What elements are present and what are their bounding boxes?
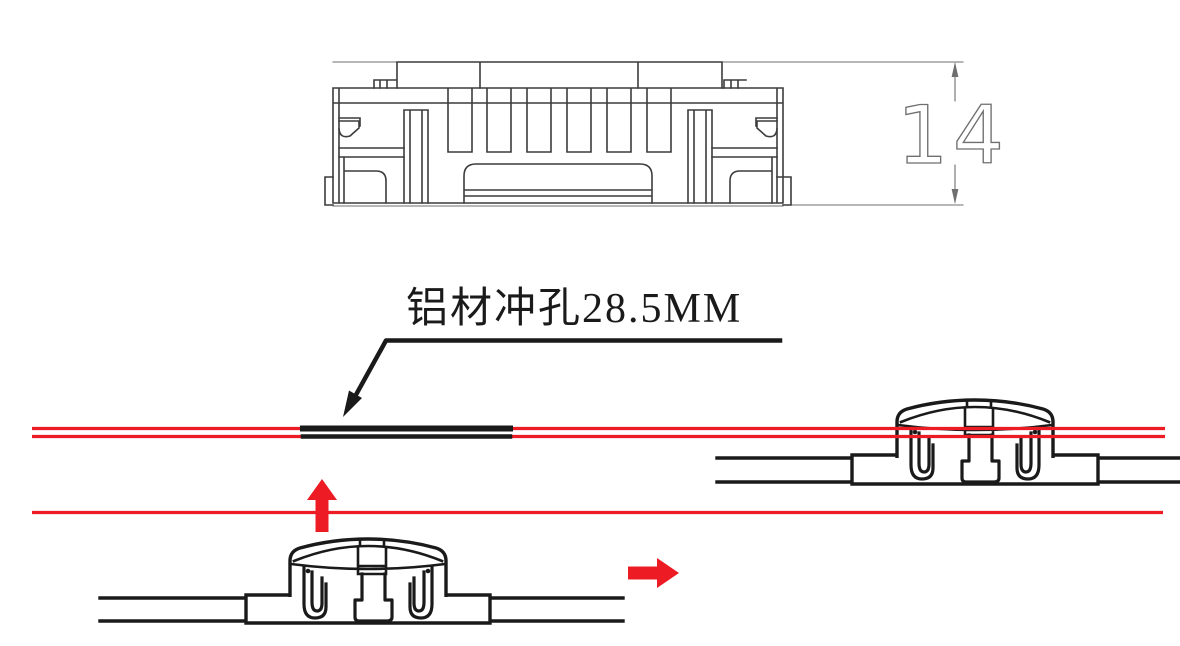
dimension-arrow-down-icon	[951, 189, 959, 204]
up-arrow-icon	[307, 479, 337, 532]
profile-side-view	[324, 61, 964, 207]
clip-detached-view	[98, 537, 625, 625]
corner-feet	[324, 176, 792, 206]
sheet-line-pair	[32, 426, 1165, 439]
clip-barb-dot	[305, 568, 311, 574]
dimension-arrow-up-icon	[951, 62, 959, 77]
snap-hooks	[338, 120, 778, 138]
profile-sheet-left	[98, 593, 625, 625]
mounting-clip-installed	[895, 398, 1055, 484]
side-steps	[338, 117, 778, 204]
mounting-clip	[288, 537, 448, 623]
dimension-value: 14	[897, 89, 1009, 182]
annotation-leader-arrow	[343, 338, 783, 417]
annotation-label: 铝材冲孔28.5MM	[406, 286, 743, 332]
leader-line	[348, 338, 783, 406]
clip-spring-legs	[302, 566, 434, 620]
clip-center-post	[353, 572, 394, 623]
aluminum-sheet-lines	[32, 425, 1165, 515]
clip-cap-details	[289, 538, 447, 576]
inner-posts	[403, 109, 713, 204]
profile-sheet-right	[715, 453, 1180, 486]
lens-window	[463, 163, 653, 204]
body-outline	[332, 87, 784, 204]
leader-arrowhead-icon	[343, 390, 362, 417]
punched-hole-segment	[300, 425, 513, 439]
top-plate	[373, 61, 747, 89]
clip-barb-dot	[425, 568, 431, 574]
comb-teeth	[447, 88, 672, 153]
height-dimension: 14	[896, 62, 1009, 204]
right-arrow-icon	[628, 558, 679, 588]
clip-installed-view	[715, 398, 1180, 486]
